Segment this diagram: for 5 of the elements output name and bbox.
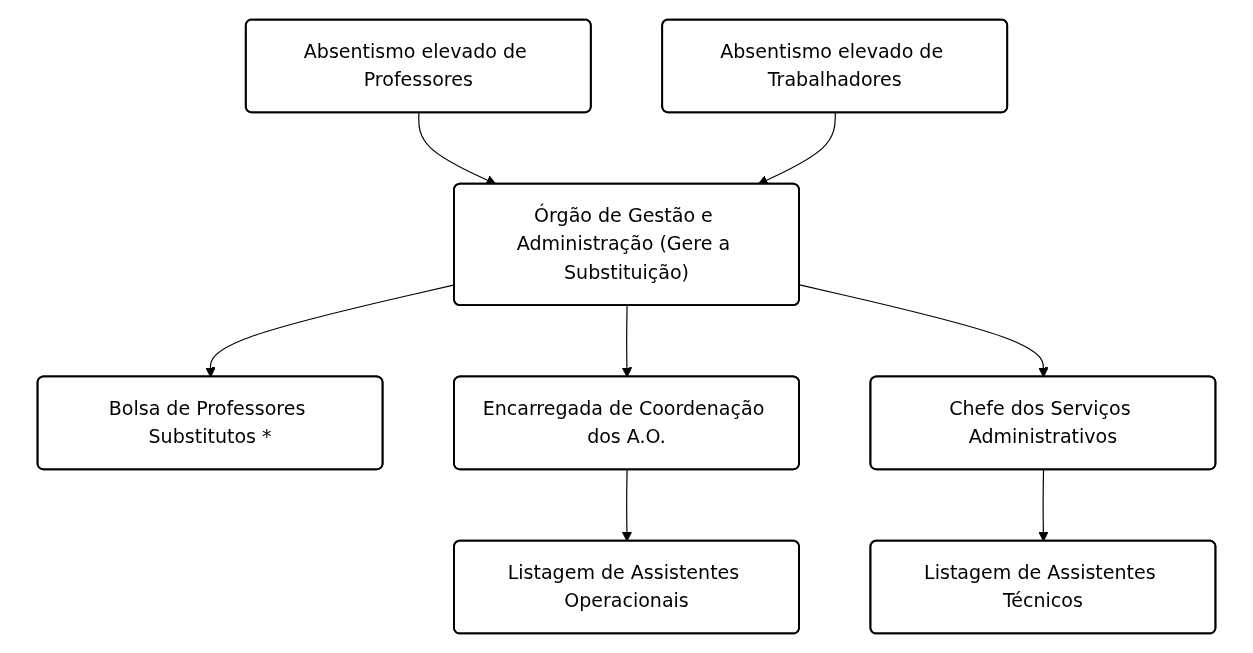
arrow bbox=[621, 305, 633, 378]
arrow bbox=[757, 112, 836, 185]
arrow bbox=[1038, 469, 1049, 542]
arrow bbox=[799, 284, 1049, 378]
arrow bbox=[621, 469, 633, 542]
